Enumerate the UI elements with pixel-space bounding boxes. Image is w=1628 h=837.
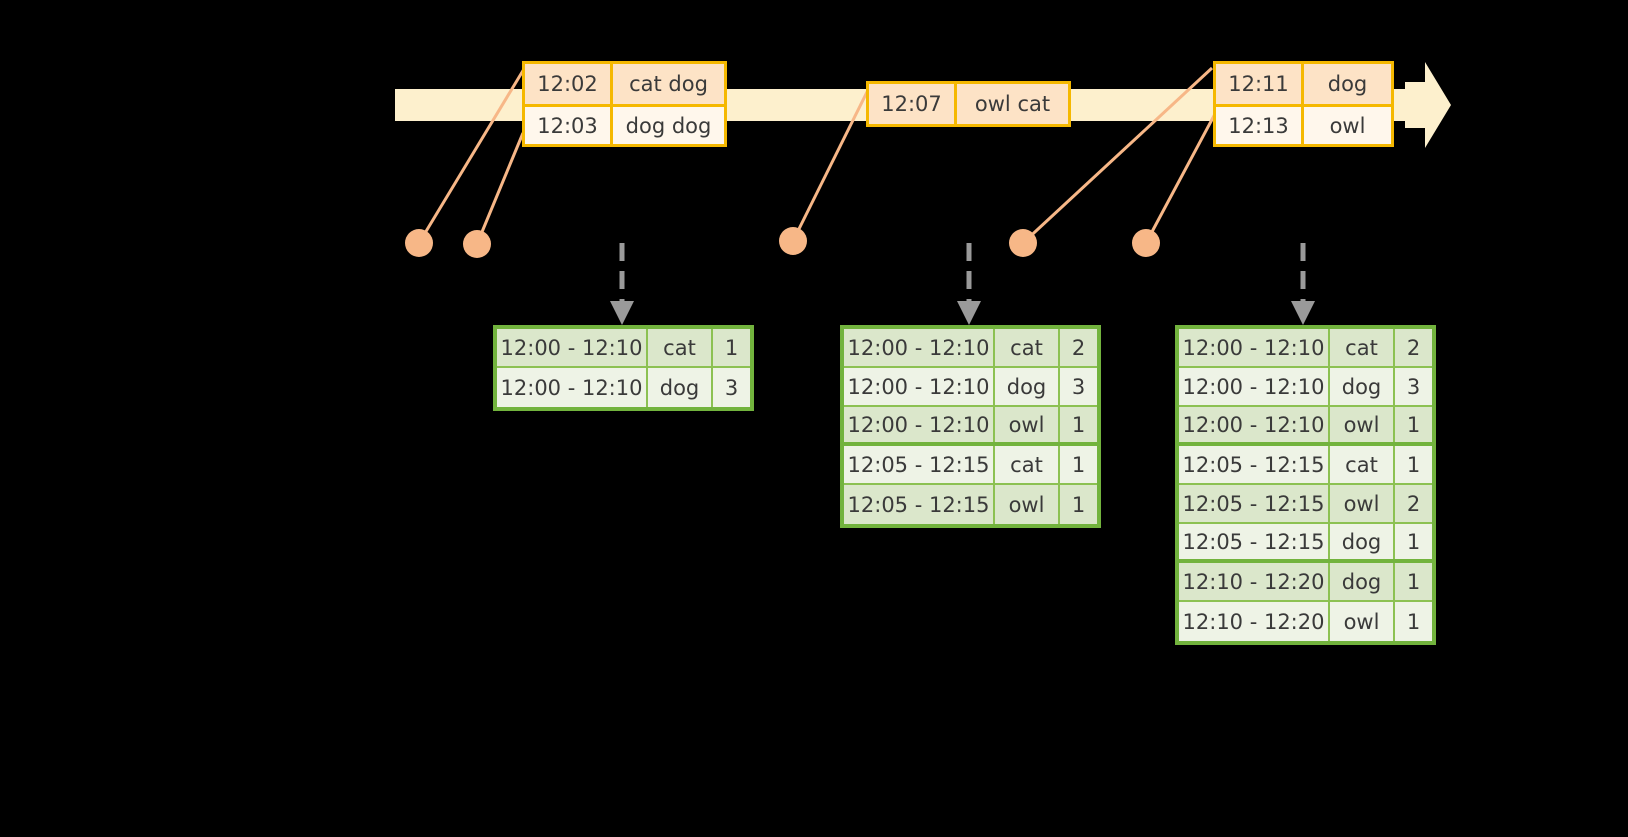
key-cell: dog <box>1330 563 1395 600</box>
event-value: dog dog <box>625 113 712 138</box>
connector-dot-4 <box>1009 229 1037 257</box>
event-box-1: 12:02 cat dog 12:03 dog dog <box>522 61 727 147</box>
count-cell: 1 <box>1395 446 1432 483</box>
window-cell: 12:00 - 12:10 <box>844 329 995 366</box>
key-cell: cat <box>995 329 1060 366</box>
key-cell: dog <box>648 368 713 407</box>
key-cell: owl <box>995 407 1060 442</box>
connector-dot-1 <box>405 229 433 257</box>
window-cell: 12:00 - 12:10 <box>1179 368 1330 405</box>
connector-dot-5 <box>1132 229 1160 257</box>
window-cell: 12:00 - 12:10 <box>1179 407 1330 442</box>
key-cell: owl <box>1330 485 1395 522</box>
key-cell: cat <box>995 446 1060 483</box>
connector-dot-2 <box>463 230 491 258</box>
event-time: 12:07 <box>869 84 957 124</box>
window-cell: 12:05 - 12:15 <box>844 446 995 483</box>
connector-lines <box>417 63 1218 245</box>
event-time: 12:13 <box>1216 107 1304 144</box>
window-cell: 12:00 - 12:10 <box>497 368 648 407</box>
dashed-arrow-to-table-1 <box>610 243 634 325</box>
count-cell: 2 <box>1395 485 1432 522</box>
window-cell: 12:10 - 12:20 <box>1179 563 1330 600</box>
key-cell: cat <box>1330 446 1395 483</box>
event-box-3: 12:11 dog 12:13 owl <box>1213 61 1394 147</box>
window-cell: 12:00 - 12:10 <box>844 407 995 442</box>
count-cell: 1 <box>1060 485 1097 524</box>
count-cell: 1 <box>1060 407 1097 442</box>
window-cell: 12:00 - 12:10 <box>844 368 995 405</box>
key-cell: cat <box>648 329 713 366</box>
window-cell: 12:05 - 12:15 <box>1179 524 1330 559</box>
event-row: 12:13 owl <box>1216 104 1391 144</box>
key-cell: owl <box>1330 407 1395 442</box>
window-cell: 12:05 - 12:15 <box>1179 446 1330 483</box>
timeline-arrowhead-icon <box>1405 62 1451 148</box>
event-time: 12:11 <box>1216 64 1304 104</box>
count-cell: 1 <box>1395 524 1432 559</box>
connector-dots <box>405 227 1160 258</box>
window-cell: 12:05 - 12:15 <box>844 485 995 524</box>
count-cell: 3 <box>1060 368 1097 405</box>
event-value: dog <box>1304 64 1391 104</box>
count-cell: 1 <box>1395 563 1432 600</box>
event-row: 12:02 cat dog <box>525 64 724 104</box>
count-cell: 3 <box>713 368 750 407</box>
key-cell: dog <box>1330 524 1395 559</box>
event-time: 12:02 <box>525 64 613 104</box>
count-cell: 1 <box>1395 407 1432 442</box>
window-cell: 12:10 - 12:20 <box>1179 602 1330 641</box>
event-value: owl cat <box>957 84 1068 124</box>
event-value: cat dog <box>613 64 724 104</box>
event-row: 12:07 owl cat <box>869 84 1068 124</box>
event-box-2: 12:07 owl cat <box>866 81 1071 127</box>
count-cell: 3 <box>1395 368 1432 405</box>
count-cell: 1 <box>1060 446 1097 483</box>
count-cell: 1 <box>1395 602 1432 641</box>
count-cell: 1 <box>713 329 750 366</box>
window-cell: 12:05 - 12:15 <box>1179 485 1330 522</box>
event-value: owl <box>1329 113 1366 138</box>
count-cell: 2 <box>1060 329 1097 366</box>
window-cell: 12:00 - 12:10 <box>497 329 648 366</box>
connector-dot-3 <box>779 227 807 255</box>
window-cell: 12:00 - 12:10 <box>1179 329 1330 366</box>
key-cell: dog <box>995 368 1060 405</box>
dashed-arrow-to-table-2 <box>957 243 981 325</box>
key-cell: owl <box>1330 602 1395 641</box>
event-time: 12:03 <box>525 107 613 144</box>
key-cell: owl <box>995 485 1060 524</box>
key-cell: cat <box>1330 329 1395 366</box>
event-row: 12:03 dog dog <box>525 104 724 144</box>
event-row: 12:11 dog <box>1216 64 1391 104</box>
dashed-arrow-to-table-3 <box>1291 243 1315 325</box>
key-cell: dog <box>1330 368 1395 405</box>
count-cell: 2 <box>1395 329 1432 366</box>
